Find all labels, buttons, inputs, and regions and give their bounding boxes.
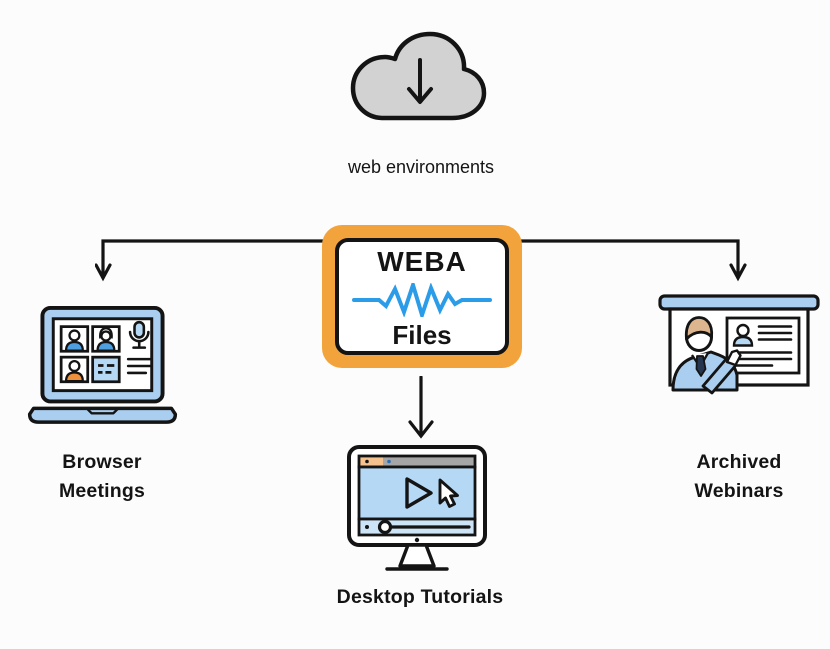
webinar-presenter-icon (658, 294, 820, 395)
laptop-video-call-icon (27, 305, 178, 424)
presenter-person (671, 316, 742, 395)
cloud-download-icon (350, 31, 487, 121)
weba-files-hub-node: WEBA Files (322, 225, 522, 368)
label-browser-meetings: Browser Meetings (58, 451, 146, 502)
hub-title: WEBA (377, 245, 467, 277)
window-dot (387, 459, 391, 464)
presenter-hand (725, 349, 742, 367)
participant-tile (59, 325, 90, 353)
text-lines (126, 357, 154, 375)
participant-tile (91, 325, 121, 353)
edge-hub-to-desktop-tutorials (408, 376, 434, 439)
progress-scrubber (377, 519, 393, 535)
label-desktop-tutorials: Desktop Tutorials (336, 586, 504, 608)
hub-subtitle: Files (392, 319, 452, 350)
edge-hub-to-browser-meetings (95, 239, 330, 282)
slide-text-lines (732, 325, 793, 367)
hub-inner-panel: WEBA Files (335, 238, 509, 355)
video-area (357, 465, 477, 521)
browser-bar (357, 454, 477, 469)
down-arrow (408, 376, 434, 439)
slide (725, 316, 801, 375)
monitor-stand (398, 543, 436, 568)
laptop-base (27, 406, 178, 424)
participant-tile (59, 355, 90, 384)
elbow-arrow-right (515, 239, 747, 282)
label-archived-webinars: Archived Webinars (694, 451, 784, 502)
presenter-tie (695, 355, 707, 377)
microphone-icon (128, 320, 150, 349)
monitor-chin-dot (414, 537, 420, 543)
laptop-notch (85, 407, 120, 415)
desktop-video-player-icon (347, 445, 487, 571)
edge-hub-to-archived-webinars (515, 239, 747, 282)
source-label: web environments (347, 157, 495, 177)
presenter-hair (684, 316, 714, 341)
progress-bar (357, 517, 477, 537)
play-icon (405, 477, 433, 509)
download-arrow-icon (407, 58, 433, 104)
avatar-icon (732, 335, 754, 347)
audio-waveform-icon (352, 282, 492, 317)
board-top-bar (658, 294, 820, 311)
elbow-arrow-left (95, 239, 330, 282)
window-dot (365, 459, 369, 464)
chat-tile (91, 355, 121, 384)
cursor-icon (438, 478, 459, 508)
